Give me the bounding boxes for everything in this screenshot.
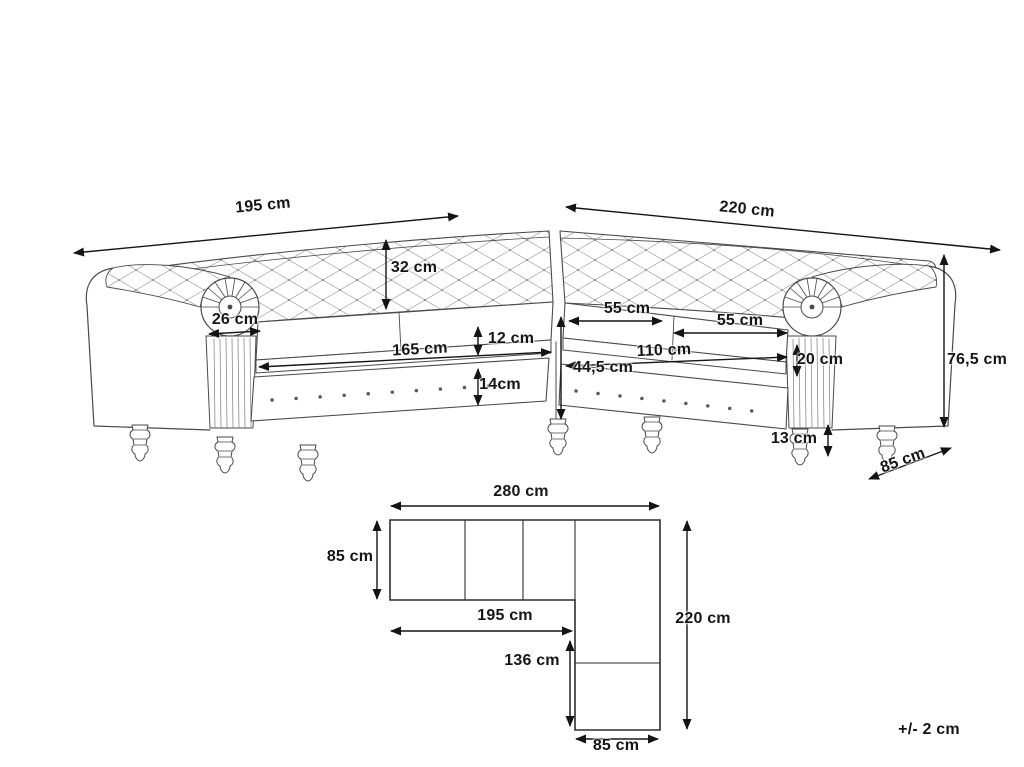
dim-label-plan-left-inner-length: 195 cm: [477, 607, 533, 624]
dim-label-plan-total-width: 280 cm: [493, 483, 549, 500]
dim-label-left-seat-length: 165 cm: [391, 339, 449, 360]
right-arm-scroll: [782, 277, 842, 337]
sofa-arm-right: [782, 263, 957, 431]
left-arm-scroll: [200, 277, 260, 337]
dim-label-right-armrest-width: 20 cm: [796, 351, 844, 368]
arrow-side-depth: [868, 447, 952, 480]
dim-label-plan-bottom-depth: 85 cm: [592, 737, 640, 754]
tolerance-note: +/- 2 cm: [898, 721, 960, 738]
plan-view-dimension-arrows: [372, 501, 692, 744]
arrow-right-seat-length: [565, 352, 788, 371]
dim-label-total-height: 76,5 cm: [946, 351, 1008, 368]
sofa-plan-view: [389, 519, 661, 731]
dim-label-seat-front-height: 44,5 cm: [572, 359, 634, 376]
dim-label-cushion-thickness: 12 cm: [487, 330, 535, 347]
dim-label-plan-right-total-length: 220 cm: [675, 610, 731, 627]
sofa-arm-left: [85, 264, 260, 431]
dim-label-right-cushion-b: 55 cm: [716, 312, 764, 329]
dim-label-backrest-height: 32 cm: [390, 259, 438, 276]
dim-label-right-seat-length: 110 cm: [636, 340, 692, 361]
dim-label-plan-left-depth: 85 cm: [326, 548, 374, 565]
arrow-back-left-width: [73, 212, 459, 257]
front-view-dimension-arrows: [73, 203, 1001, 480]
arrow-left-seat-length: [258, 348, 552, 371]
dim-label-plan-right-inner-length: 136 cm: [504, 652, 560, 669]
dim-label-left-armrest-width: 26 cm: [211, 311, 259, 328]
dim-label-leg-height: 13 cm: [770, 430, 818, 447]
arrow-back-right-width: [565, 203, 1001, 254]
arrow-left-armrest-width: [208, 327, 261, 338]
dim-label-base-rail-height: 14cm: [479, 376, 521, 393]
dim-label-right-cushion-a: 55 cm: [603, 300, 651, 317]
